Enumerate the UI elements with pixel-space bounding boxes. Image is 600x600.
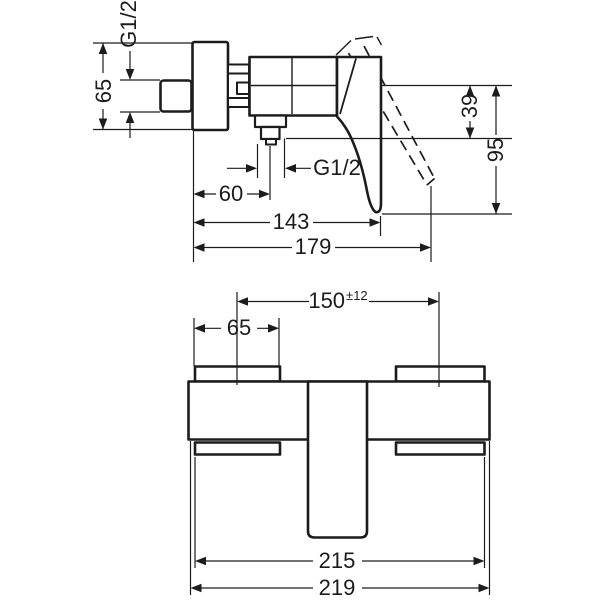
wall-plate (191, 40, 230, 132)
right-escutcheon-bottom (394, 441, 486, 456)
side-dimension-arrows (98, 43, 501, 252)
dim-label-depth-handle-open: 179 (294, 234, 332, 259)
handle-open-top-edge (335, 35, 383, 56)
hole-spacing-value: 150 (308, 288, 346, 313)
valve-body (248, 55, 339, 117)
dim-label-outlet-thread: G1/2 (313, 155, 361, 180)
dim-label-width-across-escutcheons: 215 (318, 548, 356, 573)
handle-closed (335, 55, 383, 214)
plan-dimension-lines (189, 292, 491, 595)
inlet-connector (159, 79, 193, 113)
dim-label-handle-drop: 95 (483, 137, 508, 163)
mixer-plan-outline (187, 365, 491, 539)
dim-label-hole-spacing: 150 ±12 (308, 288, 368, 313)
outlet-stack (253, 114, 288, 146)
side-view (93, 35, 512, 262)
hole-spacing-tolerance: ±12 (346, 288, 368, 303)
dim-label-outlet-offset-vertical: 39 (457, 93, 482, 119)
dim-label-depth-handle-closed: 143 (272, 209, 310, 234)
side-dimension-lines (93, 42, 512, 262)
dim-label-outlet-offset-horizontal: 60 (218, 181, 244, 206)
dim-label-escutcheon-height: 65 (91, 78, 116, 104)
body-detail-lines (251, 35, 383, 115)
dim-label-overall-width: 219 (318, 575, 356, 600)
left-escutcheon-bottom (193, 441, 282, 456)
plan-dimension-arrows (190, 297, 490, 593)
union-nut (227, 63, 250, 108)
dim-label-inlet-thread: G1/2 (116, 0, 141, 48)
plan-view (187, 292, 491, 595)
handle-plan (306, 380, 369, 539)
mixer-side-outline (159, 40, 383, 214)
right-escutcheon-top (394, 365, 486, 383)
dim-label-escutcheon-width: 65 (226, 315, 252, 340)
